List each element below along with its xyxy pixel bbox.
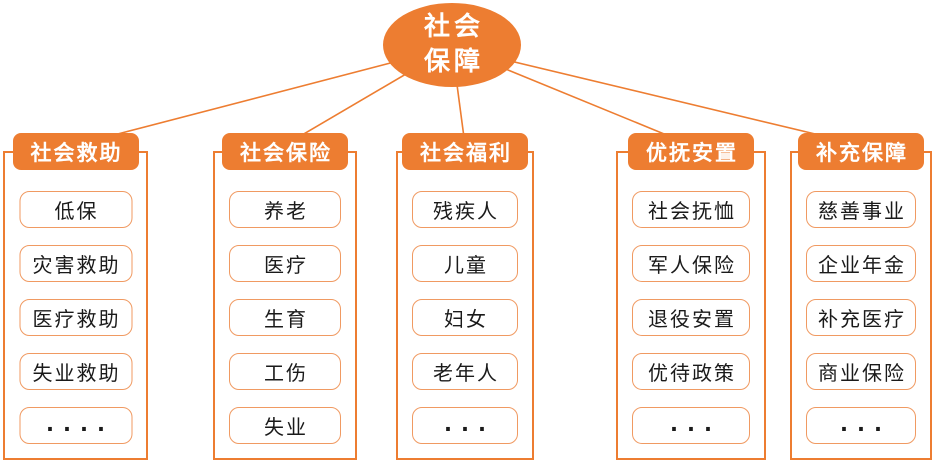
branch-column-4: 社会抚恤军人保险退役安置优待政策... 优抚安置 <box>616 133 766 460</box>
branch-header: 优抚安置 <box>628 133 754 170</box>
item-box: 补充医疗 <box>806 299 916 336</box>
item-box: 企业年金 <box>806 245 916 282</box>
branch-header: 社会福利 <box>402 133 528 170</box>
item-box: 医疗救助 <box>19 299 132 336</box>
item-box: 老年人 <box>412 353 518 390</box>
branch-column-1: 低保灾害救助医疗救助失业救助.... 社会救助 <box>3 133 148 460</box>
root-label-line1: 社会 <box>423 11 484 42</box>
item-box: 优待政策 <box>632 353 750 390</box>
branch-panel: 低保灾害救助医疗救助失业救助.... <box>3 151 148 460</box>
item-box: 灾害救助 <box>19 245 132 282</box>
branch-column-3: 残疾人儿童妇女老年人... 社会福利 <box>396 133 534 460</box>
branch-panel: 残疾人儿童妇女老年人... <box>396 151 534 460</box>
branch-column-5: 慈善事业企业年金补充医疗商业保险... 补充保障 <box>790 133 932 460</box>
item-box: 低保 <box>19 191 132 228</box>
item-box-ellipsis: .... <box>19 407 132 444</box>
item-box: 军人保险 <box>632 245 750 282</box>
branch-panel: 社会抚恤军人保险退役安置优待政策... <box>616 151 766 460</box>
item-box: 生育 <box>229 299 341 336</box>
item-box: 工伤 <box>229 353 341 390</box>
branch-header: 社会救助 <box>12 133 139 170</box>
branch-header: 补充保障 <box>798 133 924 170</box>
item-box: 医疗 <box>229 245 341 282</box>
item-box: 养老 <box>229 191 341 228</box>
item-box-ellipsis: ... <box>412 407 518 444</box>
branch-header: 社会保险 <box>222 133 348 170</box>
root-label-line2: 保障 <box>423 47 484 77</box>
item-box-ellipsis: ... <box>632 407 750 444</box>
item-box: 妇女 <box>412 299 518 336</box>
item-box: 儿童 <box>412 245 518 282</box>
connector-line <box>451 46 862 146</box>
item-box: 残疾人 <box>412 191 518 228</box>
root-node: 社会 保障 <box>383 3 521 87</box>
branch-panel: 养老医疗生育工伤失业 <box>213 151 357 460</box>
item-box: 商业保险 <box>806 353 916 390</box>
item-box: 退役安置 <box>632 299 750 336</box>
item-box-ellipsis: ... <box>806 407 916 444</box>
item-box: 失业救助 <box>19 353 132 390</box>
item-box: 失业 <box>229 407 341 444</box>
item-box: 慈善事业 <box>806 191 916 228</box>
branch-panel: 慈善事业企业年金补充医疗商业保险... <box>790 151 932 460</box>
branch-column-2: 养老医疗生育工伤失业 社会保险 <box>213 133 357 460</box>
item-box: 社会抚恤 <box>632 191 750 228</box>
